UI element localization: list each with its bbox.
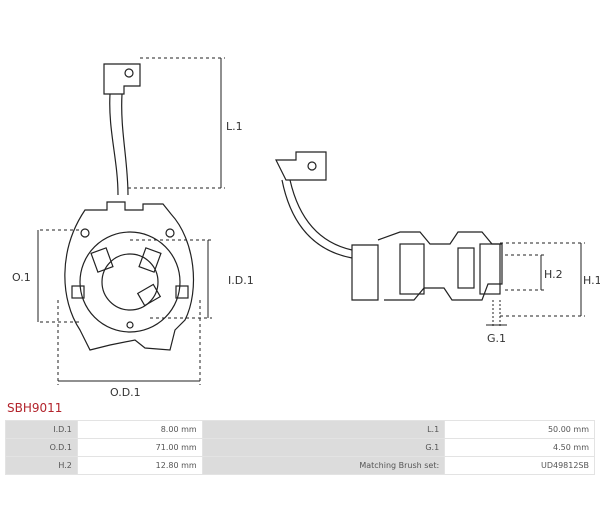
front-dimension-lines	[37, 57, 225, 385]
dim-label-h2: H.2	[544, 268, 563, 281]
spec-value: 71.00 mm	[76, 438, 203, 457]
spec-label: O.D.1	[5, 438, 78, 457]
front-view	[64, 63, 195, 351]
table-row: I.D.1 8.00 mm L.1 50.00 mm	[5, 420, 595, 439]
spec-value: UD49812SB	[444, 456, 595, 475]
spec-value: 4.50 mm	[444, 438, 595, 457]
product-code-title: SBH9011	[7, 401, 63, 415]
spec-value: 12.80 mm	[76, 456, 203, 475]
spec-label: H.2	[5, 456, 78, 475]
spec-label: L.1	[201, 420, 446, 439]
table-row: O.D.1 71.00 mm G.1 4.50 mm	[5, 438, 595, 457]
spec-label: G.1	[201, 438, 446, 457]
spec-label: Matching Brush set:	[201, 456, 446, 475]
side-dimension-lines	[486, 242, 585, 328]
dim-label-id1: I.D.1	[228, 274, 254, 287]
dim-label-o1: O.1	[12, 271, 31, 284]
side-view	[275, 151, 503, 301]
brush-holder-technical-drawing: L.1 O.1 I.D.1 O.D.1 H.2 H.1 G.1	[12, 57, 600, 399]
dim-label-g1: G.1	[487, 332, 506, 345]
spec-label: I.D.1	[5, 420, 78, 439]
dim-label-l1: L.1	[226, 120, 243, 133]
spec-value: 50.00 mm	[444, 420, 595, 439]
table-row: H.2 12.80 mm Matching Brush set: UD49812…	[5, 456, 595, 475]
dim-label-od1: O.D.1	[110, 386, 141, 399]
dim-label-h1: H.1	[583, 274, 600, 287]
spec-value: 8.00 mm	[76, 420, 203, 439]
specs-table: I.D.1 8.00 mm L.1 50.00 mm O.D.1 71.00 m…	[5, 420, 595, 475]
